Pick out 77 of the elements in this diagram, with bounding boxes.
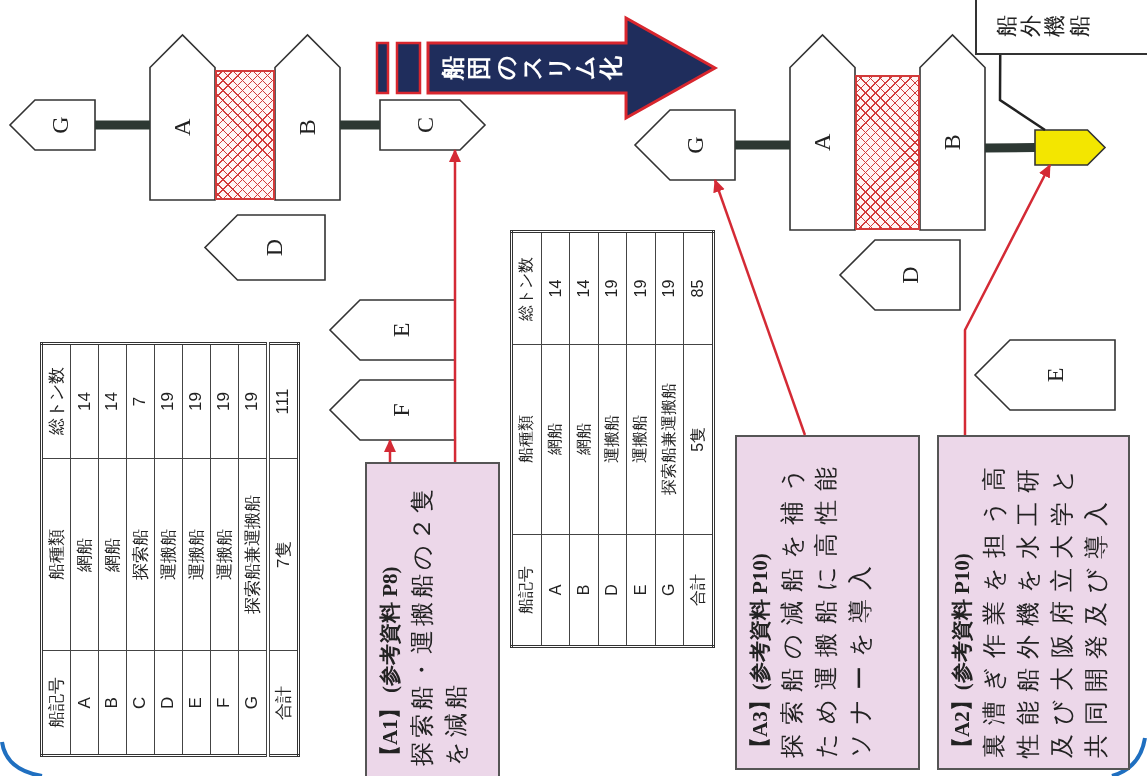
connecting-bar bbox=[95, 120, 150, 130]
slim-arrow bbox=[428, 18, 715, 118]
note-text: 探索船・運搬船の２隻を減船 bbox=[408, 484, 470, 766]
table-entry: 運搬船 bbox=[598, 344, 627, 535]
table-entry: A bbox=[541, 534, 570, 647]
table-entry: D bbox=[598, 534, 627, 647]
arrow bbox=[384, 439, 396, 462]
table-entry: 網船 bbox=[569, 344, 599, 535]
column-header: 船種類 bbox=[511, 344, 542, 535]
boat-label: A bbox=[169, 118, 196, 136]
boat-shape bbox=[975, 340, 1115, 410]
table-entry: 7隻 bbox=[267, 458, 299, 651]
boat-label: B bbox=[294, 119, 321, 136]
table-entry: 合計 bbox=[267, 650, 299, 756]
arrow bbox=[448, 149, 461, 462]
table-entry: 運搬船 bbox=[626, 344, 656, 535]
boat-label: G bbox=[46, 116, 74, 134]
boat-label: B bbox=[939, 134, 966, 151]
table-entry: 運搬船 bbox=[210, 458, 238, 651]
table-entry: 網船 bbox=[541, 344, 570, 535]
arrow bbox=[713, 179, 807, 436]
leader-line bbox=[998, 55, 1046, 132]
column-header: 船記号 bbox=[41, 650, 71, 756]
boat-shape bbox=[150, 35, 215, 200]
table-entry: C bbox=[126, 650, 155, 756]
table-entry: B bbox=[569, 534, 599, 647]
table-entry: 網船 bbox=[70, 458, 99, 651]
callout-text: 船外機船 bbox=[995, 14, 1092, 37]
callout-box bbox=[975, 0, 1147, 55]
connecting-bar bbox=[984, 143, 1036, 153]
table-entry: 探索船 bbox=[126, 458, 155, 651]
boat-shape bbox=[205, 215, 325, 280]
table-entry: E bbox=[626, 534, 656, 647]
connecting-bar bbox=[735, 140, 790, 150]
column-header: 船種類 bbox=[41, 458, 71, 651]
arrow bbox=[963, 164, 1052, 435]
table-entry: A bbox=[70, 650, 99, 756]
boat-shape bbox=[920, 35, 985, 230]
boat-shape bbox=[330, 380, 455, 440]
table-entry: D bbox=[154, 650, 183, 756]
table-entry: 運搬船 bbox=[154, 458, 183, 651]
column-header: 船記号 bbox=[511, 534, 542, 647]
arrow-text: 船団のスリム化 bbox=[440, 56, 625, 80]
boat-shape bbox=[635, 110, 735, 180]
note-heading: 【A3】(参考資料 P10) bbox=[747, 552, 773, 758]
table-entry: B bbox=[98, 650, 127, 756]
boat-shape bbox=[380, 100, 485, 150]
table-entry: 網船 bbox=[98, 458, 127, 651]
boat-label: D bbox=[897, 266, 924, 284]
boat-label: D bbox=[261, 238, 289, 257]
boat-label: E bbox=[1042, 367, 1069, 383]
boat-shape bbox=[275, 35, 340, 200]
boat-shape bbox=[1035, 130, 1105, 165]
net-hatch bbox=[855, 75, 920, 230]
note-box bbox=[937, 435, 1130, 770]
note-heading: 【A1】 (参考資料 P8) bbox=[377, 565, 403, 766]
note-heading: 【A2】(参考資料 P10) bbox=[949, 552, 975, 758]
boat-label: G bbox=[682, 136, 709, 154]
boat-shape bbox=[330, 300, 455, 360]
boat-label: F bbox=[388, 403, 415, 417]
boat-label: A bbox=[809, 133, 836, 151]
boat-shape bbox=[840, 240, 960, 310]
table-entry: E bbox=[182, 650, 211, 756]
table-entry: F bbox=[210, 650, 238, 756]
net-hatch bbox=[215, 70, 275, 200]
boat-shape bbox=[790, 35, 855, 230]
boat-label: C bbox=[411, 117, 439, 133]
table-entry: 探索船兼運搬船 bbox=[655, 344, 684, 535]
table-entry: G bbox=[655, 534, 684, 647]
table-entry: 運搬船 bbox=[182, 458, 211, 651]
connecting-bar bbox=[340, 120, 380, 130]
note-text: 裏漕ぎ作業を担う高性能船外機を水工研及び大阪府立大学と共同開発及び導入 bbox=[980, 457, 1110, 758]
note-box bbox=[735, 435, 920, 770]
boat-shape bbox=[10, 100, 95, 150]
note-text: 探索船の減船を補うため運搬船に高性能ソナーを導入 bbox=[778, 457, 874, 758]
boat-label: E bbox=[388, 322, 415, 338]
note-box bbox=[365, 462, 500, 776]
